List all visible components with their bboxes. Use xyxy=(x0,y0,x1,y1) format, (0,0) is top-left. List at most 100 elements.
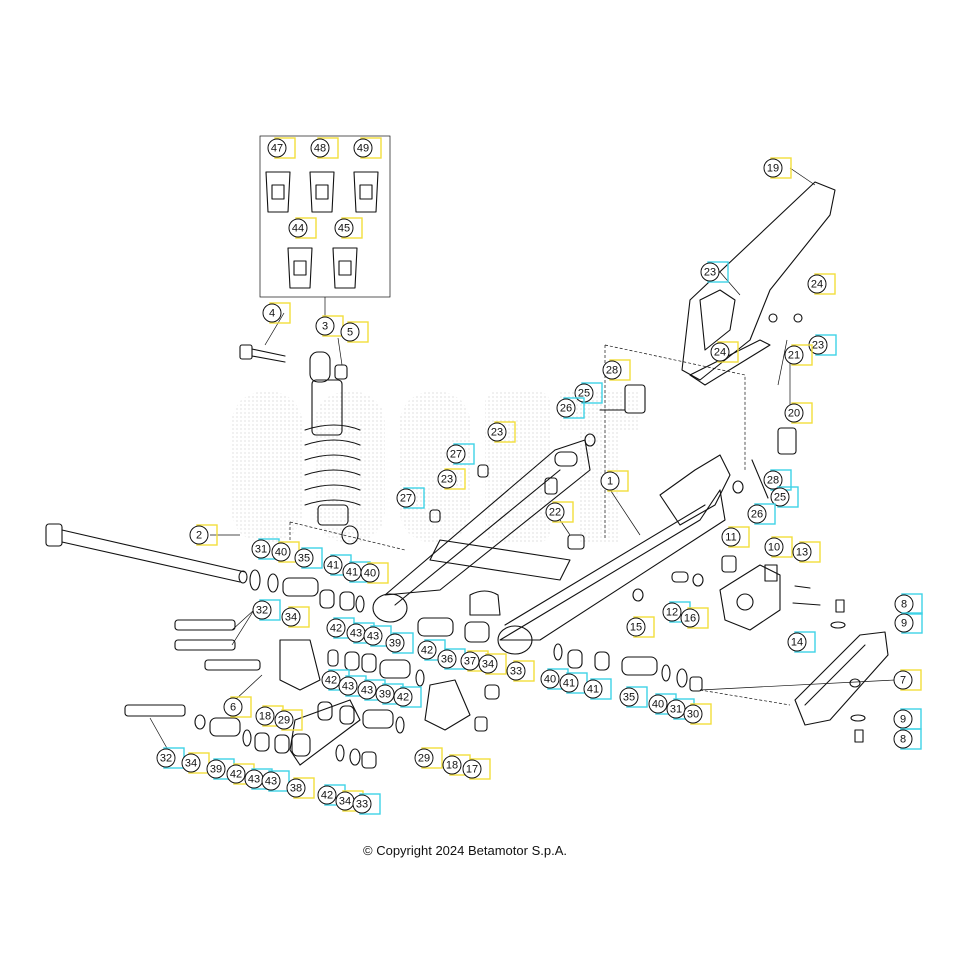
callout-10[interactable]: 10 xyxy=(764,536,793,558)
callout-circle xyxy=(262,303,282,323)
callout-number: 6 xyxy=(230,702,236,714)
callout-40[interactable]: 40 xyxy=(540,668,569,690)
callout-33[interactable]: 33 xyxy=(352,793,381,815)
callout-9[interactable]: 9 xyxy=(893,708,922,730)
callout-number: 34 xyxy=(339,796,351,808)
callout-number: 27 xyxy=(450,449,462,461)
callout-circle xyxy=(334,218,354,238)
callout-6[interactable]: 6 xyxy=(223,696,252,718)
callout-42[interactable]: 42 xyxy=(317,784,346,806)
caliper-bracket xyxy=(719,564,781,631)
callout-42[interactable]: 42 xyxy=(393,686,422,708)
callout-32[interactable]: 32 xyxy=(252,599,281,621)
callout-29[interactable]: 29 xyxy=(414,747,443,769)
callout-23[interactable]: 23 xyxy=(437,468,466,490)
callout-40[interactable]: 40 xyxy=(360,562,389,584)
callout-circle xyxy=(747,504,767,524)
callout-number: 33 xyxy=(510,666,522,678)
callout-8[interactable]: 8 xyxy=(894,593,923,615)
callout-48[interactable]: 48 xyxy=(310,137,339,159)
callout-number: 18 xyxy=(446,760,458,772)
callout-number: 9 xyxy=(901,618,907,630)
callout-20[interactable]: 20 xyxy=(784,402,813,424)
callout-number: 40 xyxy=(652,699,664,711)
callout-number: 48 xyxy=(314,143,326,155)
callout-43[interactable]: 43 xyxy=(346,622,375,644)
callout-35[interactable]: 35 xyxy=(294,547,323,569)
callout-11[interactable]: 11 xyxy=(721,526,750,548)
callout-41[interactable]: 41 xyxy=(559,672,588,694)
callout-circle xyxy=(893,709,913,729)
callout-26[interactable]: 26 xyxy=(556,397,585,419)
callout-23[interactable]: 23 xyxy=(700,261,729,283)
callout-31[interactable]: 31 xyxy=(251,538,280,560)
callout-33[interactable]: 33 xyxy=(506,660,535,682)
callout-circle xyxy=(360,563,380,583)
callout-17[interactable]: 17 xyxy=(462,758,491,780)
callout-13[interactable]: 13 xyxy=(792,541,821,563)
callout-number: 23 xyxy=(491,427,503,439)
callout-24[interactable]: 24 xyxy=(807,273,836,295)
callout-number: 34 xyxy=(482,659,494,671)
callout-34[interactable]: 34 xyxy=(181,752,210,774)
callout-24[interactable]: 24 xyxy=(710,341,739,363)
callout-30[interactable]: 30 xyxy=(683,703,712,725)
callout-43[interactable]: 43 xyxy=(261,770,290,792)
callout-27[interactable]: 27 xyxy=(446,443,475,465)
callout-1[interactable]: 1 xyxy=(600,470,629,492)
callout-25[interactable]: 25 xyxy=(770,486,799,508)
callout-15[interactable]: 15 xyxy=(626,616,655,638)
callout-26[interactable]: 26 xyxy=(747,503,776,525)
callout-39[interactable]: 39 xyxy=(385,632,414,654)
callout-number: 4 xyxy=(269,308,275,320)
callout-19[interactable]: 19 xyxy=(763,157,792,179)
callout-28[interactable]: 28 xyxy=(602,359,631,381)
callout-39[interactable]: 39 xyxy=(375,683,404,705)
callout-47[interactable]: 47 xyxy=(267,137,296,159)
callout-2[interactable]: 2 xyxy=(189,524,218,546)
callout-circle xyxy=(363,626,383,646)
callout-9[interactable]: 9 xyxy=(894,612,923,634)
callout-36[interactable]: 36 xyxy=(437,648,466,670)
linkage-parts xyxy=(124,619,471,766)
callout-27[interactable]: 27 xyxy=(396,487,425,509)
callout-42[interactable]: 42 xyxy=(226,763,255,785)
callout-40[interactable]: 40 xyxy=(271,541,300,563)
callout-29[interactable]: 29 xyxy=(274,709,303,731)
callout-42[interactable]: 42 xyxy=(326,617,355,639)
callout-16[interactable]: 16 xyxy=(680,607,709,629)
callout-37[interactable]: 37 xyxy=(460,650,489,672)
callout-23[interactable]: 23 xyxy=(808,334,837,356)
callout-32[interactable]: 32 xyxy=(156,747,185,769)
callout-34[interactable]: 34 xyxy=(335,790,364,812)
callout-44[interactable]: 44 xyxy=(288,217,317,239)
callout-circle xyxy=(764,537,784,557)
callout-circle xyxy=(414,748,434,768)
callout-7[interactable]: 7 xyxy=(893,669,922,691)
callout-35[interactable]: 35 xyxy=(619,686,648,708)
callout-34[interactable]: 34 xyxy=(478,653,507,675)
callout-23[interactable]: 23 xyxy=(487,421,516,443)
callout-14[interactable]: 14 xyxy=(787,631,816,653)
callout-12[interactable]: 12 xyxy=(662,601,691,623)
callout-22[interactable]: 22 xyxy=(545,501,574,523)
callout-circle xyxy=(619,687,639,707)
callout-43[interactable]: 43 xyxy=(357,679,386,701)
callout-number: 27 xyxy=(400,493,412,505)
callout-31[interactable]: 31 xyxy=(666,698,695,720)
callout-45[interactable]: 45 xyxy=(334,217,363,239)
callout-8[interactable]: 8 xyxy=(893,728,922,750)
callout-49[interactable]: 49 xyxy=(353,137,382,159)
callout-41[interactable]: 41 xyxy=(583,678,612,700)
callout-circle xyxy=(352,794,372,814)
callout-circle xyxy=(792,542,812,562)
callout-3[interactable]: 3 xyxy=(315,315,344,337)
callout-21[interactable]: 21 xyxy=(784,344,813,366)
callout-5[interactable]: 5 xyxy=(340,321,369,343)
callout-4[interactable]: 4 xyxy=(262,302,291,324)
callout-38[interactable]: 38 xyxy=(286,777,315,799)
callout-43[interactable]: 43 xyxy=(338,675,367,697)
callout-number: 43 xyxy=(342,681,354,693)
callout-34[interactable]: 34 xyxy=(281,606,310,628)
